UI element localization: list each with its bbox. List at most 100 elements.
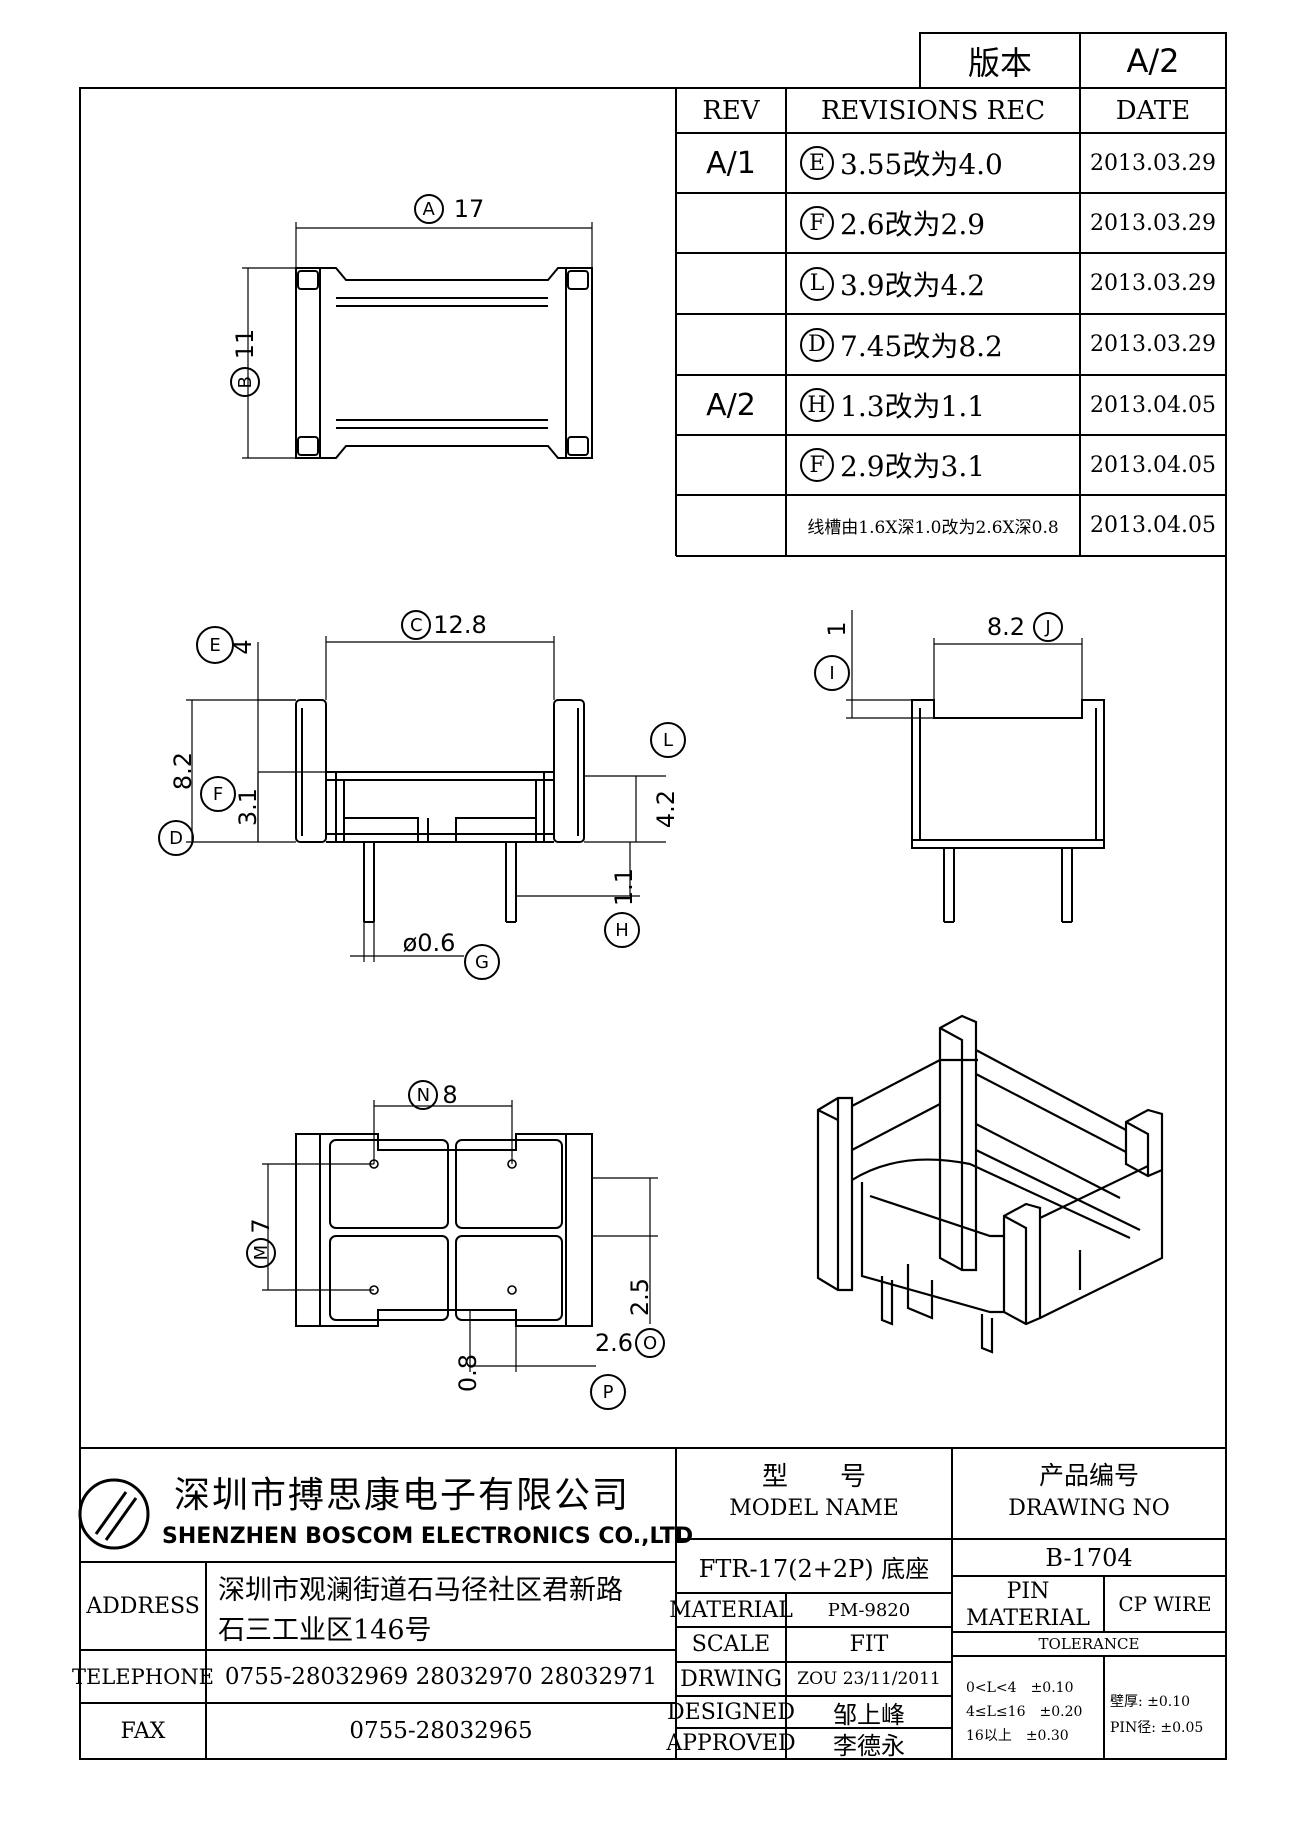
date-header: DATE (1115, 95, 1191, 126)
fax-label: FAX (120, 1718, 166, 1744)
company-name-en: SHENZHEN BOSCOM ELECTRONICS CO.,LTD (162, 1523, 694, 1549)
dimension-value: 8.2 (986, 613, 1026, 641)
dimension-h-marker: H (604, 912, 640, 948)
tolerance-label: TOLERANCE (1038, 1635, 1140, 1653)
dimension-marker-circle: J (1033, 612, 1064, 642)
dimension-l-value: 4.2 (652, 789, 680, 829)
dimension-l-marker: L (650, 722, 686, 758)
rev-cell: A/2 (706, 387, 756, 423)
version-value: A/2 (1126, 41, 1180, 80)
revision-change: 线槽由1.6X深1.0改为2.6X深0.8 (807, 518, 1059, 538)
revision-marker-circle: E (800, 146, 834, 180)
revision-date: 2013.03.29 (1090, 271, 1216, 296)
company-name-cn: 深圳市搏思康电子有限公司 (174, 1475, 631, 1516)
tolerance-range-2: 4≤L≤16 ±0.20 (966, 1704, 1083, 1720)
revision-change: 2.6改为2.9 (840, 208, 986, 241)
revision-date: 2013.03.29 (1090, 210, 1216, 236)
dimension-marker-circle: C (401, 610, 432, 640)
dimension-marker-circle: N (408, 1080, 439, 1110)
dimension-f-value: 3.1 (234, 787, 262, 827)
scale-label: SCALE (691, 1632, 771, 1657)
rev-header: REV (702, 95, 760, 126)
dimension-i-marker: I (814, 655, 850, 691)
version-label: 版本 (967, 43, 1032, 82)
dimension-e-marker: E (196, 626, 234, 664)
dimension-marker-circle: M (246, 1237, 276, 1268)
dimension-p-value: 0.8 (454, 1353, 482, 1393)
dimension-value: 7 (247, 1218, 275, 1234)
revision-marker-circle: F (800, 448, 834, 482)
revision-date: 2013.03.29 (1090, 150, 1216, 176)
dimension-e-value: 4 (229, 639, 257, 655)
bottom-view (262, 1100, 658, 1372)
isometric-view (816, 1014, 1164, 1354)
designed-value: 邹上峰 (833, 1700, 905, 1729)
dimension-h-value: 1.1 (610, 867, 638, 907)
address-line-1: 深圳市观澜街道石马径社区君新路 (218, 1574, 623, 1606)
drawing-label-cn: 产品编号 (1038, 1461, 1139, 1490)
address-label: ADDRESS (86, 1593, 200, 1619)
dimension-value: 17 (453, 195, 485, 223)
drwing-label: DRWING (680, 1666, 782, 1692)
revision-change: 3.55改为4.0 (840, 148, 1003, 181)
version-box (919, 32, 1227, 89)
side-view (846, 610, 1105, 923)
revision-change: 1.3改为1.1 (840, 390, 986, 423)
drawing-value: B-1704 (1045, 1543, 1133, 1572)
revision-marker-circle: L (800, 266, 834, 301)
revision-change: 2.9改为3.1 (840, 450, 986, 483)
address-line-2: 石三工业区146号 (218, 1614, 432, 1646)
drawing-label-en: DRAWING NO (1008, 1495, 1170, 1521)
dimension-p-marker: P (590, 1374, 626, 1410)
dimension-value: 12.8 (433, 611, 487, 639)
material-label: MATERIAL (669, 1597, 793, 1623)
dimension-d-marker: D (158, 820, 194, 856)
revisions-table-grid (675, 88, 1226, 557)
model-label-cn: 型 号 (761, 1461, 866, 1492)
approved-label: APPROVED (666, 1731, 796, 1756)
drwing-value: ZOU 23/11/2011 (797, 1669, 941, 1689)
telephone-label: TELEPHONE (72, 1664, 214, 1689)
revision-date: 2013.03.29 (1090, 332, 1216, 357)
wall-thickness-tolerance: 壁厚: ±0.10 (1110, 1694, 1191, 1710)
pin-material-value: CP WIRE (1118, 1592, 1212, 1616)
front-view (186, 636, 666, 962)
telephone-value: 0755-28032969 28032970 28032971 (224, 1663, 658, 1690)
model-value: FTR-17(2+2P) 底座 (698, 1554, 930, 1583)
revision-change: 3.9改为4.2 (840, 268, 986, 302)
drawing-frame (79, 87, 1227, 1760)
dimension-marker-circle: B (230, 367, 260, 398)
tolerance-range-1: 0<L<4 ±0.10 (966, 1680, 1074, 1696)
company-logo (78, 1478, 150, 1550)
revision-date: 2013.04.05 (1090, 452, 1216, 478)
dimension-value: 2.6 (594, 1329, 634, 1357)
model-label-en: MODEL NAME (729, 1495, 899, 1521)
scale-value: FIT (849, 1632, 889, 1657)
title-block-grid (80, 1447, 1226, 1759)
revision-marker-circle: D (800, 327, 834, 362)
revision-change: 7.45改为8.2 (840, 329, 1003, 363)
dimension-i-value: 1 (823, 621, 851, 637)
top-view (242, 222, 593, 459)
dimension-f-marker: F (200, 776, 236, 812)
pin-material-label-1: PIN (1006, 1578, 1050, 1604)
tolerance-range-3: 16以上 ±0.30 (966, 1728, 1069, 1744)
dimension-marker-circle: O (635, 1328, 666, 1358)
dimension-d-value: 8.2 (169, 751, 197, 791)
revision-marker-circle: H (800, 388, 834, 422)
pin-material-label-2: MATERIAL (966, 1605, 1090, 1631)
